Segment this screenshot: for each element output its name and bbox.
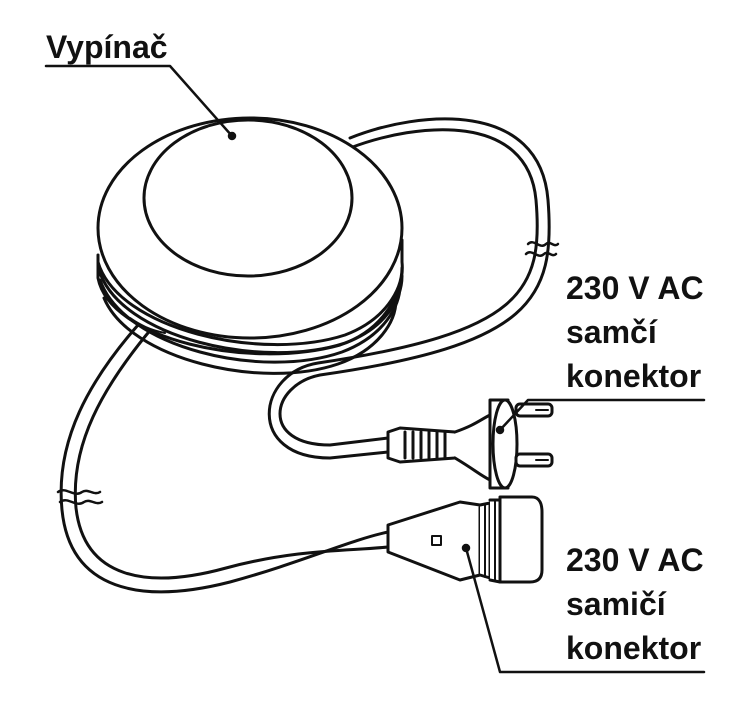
label-male-connector: 230 V AC samčí konektor	[566, 266, 704, 398]
label-female-line1: 230 V AC	[566, 542, 704, 578]
cable-break-mark-left	[56, 489, 104, 505]
label-female-line2: samičí	[566, 586, 666, 622]
cable-to-female-connector	[59, 323, 390, 594]
cable-to-male-plug	[267, 117, 551, 460]
label-female-connector: 230 V AC samičí konektor	[566, 538, 704, 670]
plug-pins	[514, 402, 554, 468]
female-connector	[386, 495, 544, 584]
label-male-line1: 230 V AC	[566, 270, 704, 306]
label-switch: Vypínač	[46, 25, 168, 69]
label-male-line3: konektor	[566, 358, 702, 394]
leader-lines	[44, 64, 706, 674]
switch-button	[142, 118, 354, 278]
plug-face	[491, 398, 519, 490]
label-female-line3: konektor	[566, 630, 702, 666]
connector-ridges	[478, 498, 502, 584]
male-plug	[386, 398, 554, 490]
label-switch-text: Vypínač	[46, 29, 168, 65]
label-male-line2: samčí	[566, 314, 657, 350]
cable-break-mark-right	[524, 241, 560, 257]
foot-switch	[96, 116, 404, 375]
